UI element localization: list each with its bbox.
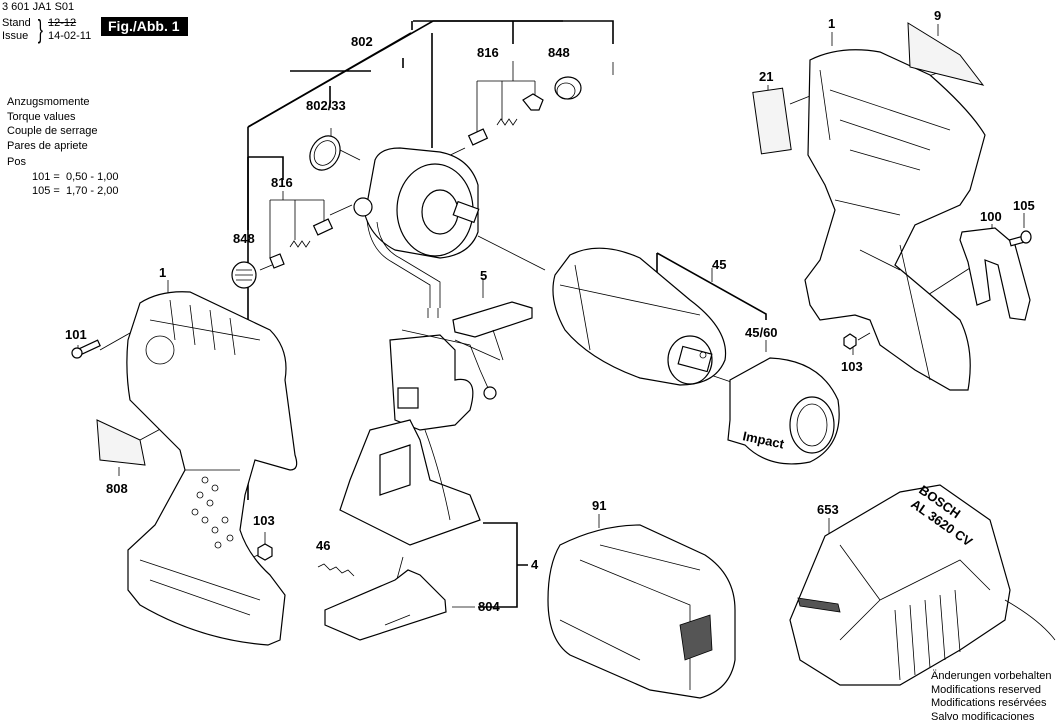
- issue-date: 14-02-11: [48, 30, 92, 42]
- carbon-brush-top: [467, 93, 544, 146]
- carbon-brush-left: [269, 218, 334, 269]
- housing-shell-left: [126, 291, 298, 646]
- impact-mechanism-45: [552, 247, 727, 386]
- label-808: [96, 419, 146, 466]
- bracket-45: [656, 252, 767, 352]
- label-21: [752, 87, 792, 155]
- screw-105: [1008, 230, 1032, 247]
- switch-cover-5: [452, 301, 533, 361]
- bracket-816-top: [476, 61, 536, 140]
- bracket-802: [247, 20, 614, 500]
- callout-9: 9: [934, 8, 941, 23]
- note-fr: Modifications resérvées: [931, 697, 1047, 709]
- stand-old-date: 12-12: [48, 17, 77, 29]
- screw-101: [71, 339, 101, 359]
- figure-badge: Fig./Abb. 1: [101, 17, 188, 36]
- o-ring-802-33: [309, 135, 341, 171]
- document-id: 3 601 JA1 S01: [2, 1, 75, 13]
- brush-cap-top: [554, 76, 582, 100]
- note-en: Modifications reserved: [931, 683, 1042, 696]
- grip-dots: [191, 476, 234, 549]
- battery-contact-base: [339, 419, 481, 546]
- callout-46: 46: [316, 538, 330, 553]
- callout-labels: 802 802/33 816 848 816 848 1 101 808 103…: [65, 8, 1035, 614]
- callout-45-60: 45/60: [745, 325, 778, 340]
- torque-pos-label: Pos: [7, 156, 26, 168]
- callout-808: 808: [106, 481, 128, 496]
- torque-legend: Anzugsmomente Torque values Couple de se…: [7, 95, 119, 199]
- callout-21: 21: [759, 69, 773, 84]
- modifications-note: Änderungen vorbehalten Modifications res…: [931, 670, 1051, 724]
- callout-848-top: 848: [548, 45, 570, 60]
- note-es: Salvo modificaciones: [931, 710, 1035, 723]
- note-de: Änderungen vorbehalten: [931, 670, 1052, 682]
- callout-103-left: 103: [253, 513, 275, 528]
- callout-103-right: 103: [841, 359, 863, 374]
- torque-title-de: Anzugsmomente: [7, 96, 90, 108]
- contact-plate-804: [324, 569, 447, 641]
- bracket-816-left: [269, 191, 325, 258]
- callout-45: 45: [712, 257, 726, 272]
- nut-103-left: [257, 543, 273, 561]
- motor-802: [353, 147, 480, 318]
- callout-1-left: 1: [159, 265, 166, 280]
- callout-105: 105: [1013, 198, 1035, 213]
- bracket-4: [452, 522, 528, 608]
- callout-802: 802: [351, 34, 373, 49]
- callout-1-right: 1: [828, 16, 835, 31]
- battery-pack-91: [547, 524, 736, 699]
- brush-cap-left: [231, 261, 257, 289]
- callout-91: 91: [592, 498, 606, 513]
- nut-103-right: [843, 333, 857, 350]
- housing-shell-right: [804, 49, 986, 391]
- callout-804: 804: [478, 599, 500, 614]
- torque-title-es: Pares de apriete: [7, 139, 88, 152]
- callout-5: 5: [480, 268, 487, 283]
- stand-label: Stand: [2, 17, 31, 29]
- spring-46: [317, 563, 355, 577]
- callout-848-left: 848: [233, 231, 255, 246]
- issue-label: Issue: [2, 30, 29, 42]
- callout-4: 4: [531, 557, 539, 572]
- impact-cover-45-60: Impact: [727, 357, 840, 465]
- torque-title-en: Torque values: [7, 110, 76, 123]
- callout-100: 100: [980, 209, 1002, 224]
- callout-816-left: 816: [271, 175, 293, 190]
- torque-title-fr: Couple de serrage: [7, 125, 98, 137]
- callout-802-33: 802/33: [306, 98, 346, 113]
- torque-row: 101 = 0,50 - 1,00: [32, 170, 119, 183]
- label-9: [907, 22, 985, 86]
- torque-row: 105 = 1,70 - 2,00: [32, 185, 119, 197]
- switch-module: [389, 329, 497, 431]
- callout-101: 101: [65, 327, 87, 342]
- callout-816-top: 816: [477, 45, 499, 60]
- brace-glyph: }: [37, 14, 43, 44]
- callout-653: 653: [817, 502, 839, 517]
